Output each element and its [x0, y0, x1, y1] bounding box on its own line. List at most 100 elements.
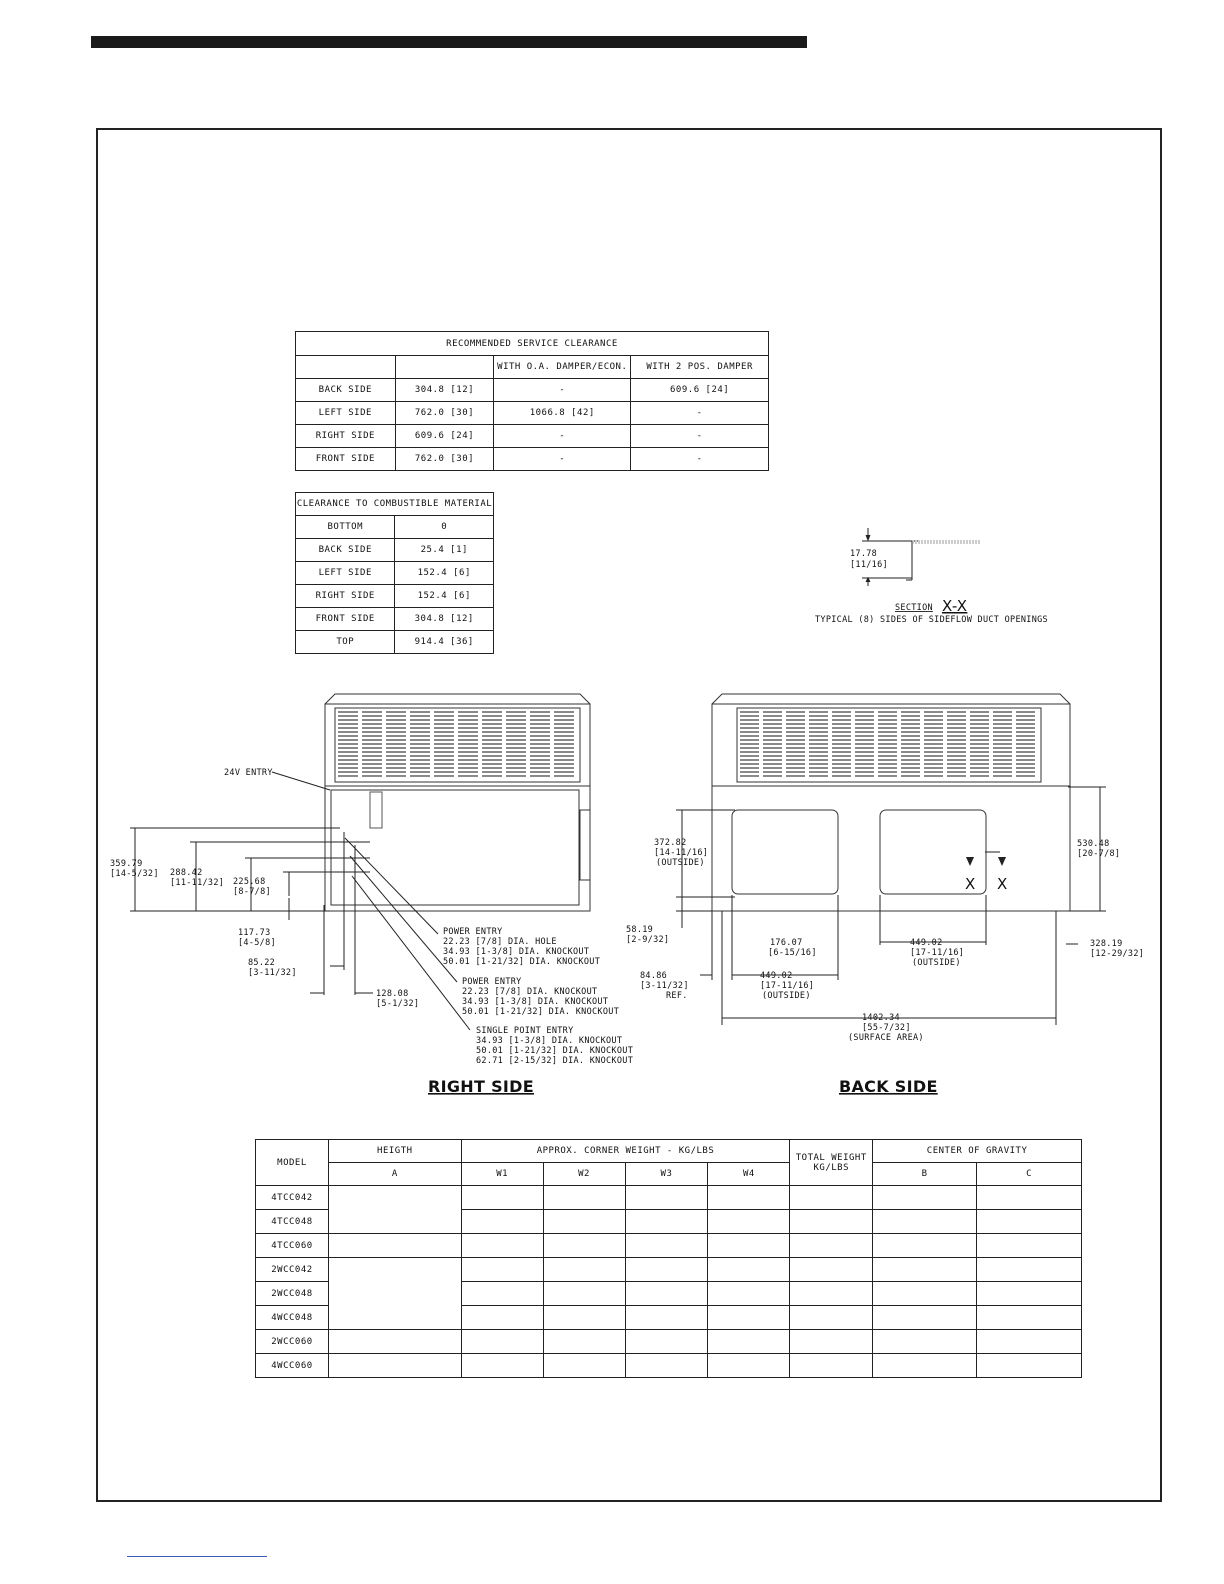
table-row: FRONT SIDE 762.0 [30] - -	[295, 447, 769, 471]
table-cell: BACK SIDE	[295, 378, 396, 402]
right-side-dimension-lines	[130, 771, 471, 1031]
single-point-entry-line: 50.01 [1-21/32] DIA. KNOCKOUT	[476, 1046, 633, 1056]
table-cell: TOP	[294, 630, 396, 654]
model-cell: 2WCC060	[255, 1329, 329, 1354]
dim-449a-note: (OUTSIDE)	[762, 991, 811, 1001]
right-side-title: RIGHT SIDE	[428, 1077, 534, 1096]
table-cell: -	[630, 447, 769, 471]
table-row: RIGHT SIDE 609.6 [24] - -	[295, 424, 769, 448]
single-point-entry-title: SINGLE POINT ENTRY	[476, 1026, 574, 1036]
dim-85: 85.22	[248, 958, 275, 968]
dim-359: 359.79	[110, 859, 143, 869]
table-cell: 762.0 [30]	[394, 447, 495, 471]
dim-449b-in: [17-11/16]	[910, 948, 964, 958]
combustible-clearance-title: CLEARANCE TO COMBUSTIBLE MATERIAL	[295, 492, 494, 516]
header-cell: WITH 2 POS. DAMPER	[630, 355, 769, 379]
section-dim-in: [11/16]	[850, 560, 888, 570]
power-entry-2-line: 50.01 [1-21/32] DIA. KNOCKOUT	[462, 1007, 619, 1017]
table-cell: 304.8 [12]	[394, 378, 495, 402]
table-cell: -	[493, 447, 632, 471]
table-row: 2WCC048	[255, 1281, 1082, 1306]
drawing-frame	[96, 128, 1162, 1502]
dim-1402: 1402.34	[862, 1013, 900, 1023]
table-cell: 1066.8 [42]	[493, 401, 632, 425]
dim-530: 530.48	[1077, 839, 1110, 849]
table-cell: RIGHT SIDE	[294, 584, 396, 608]
dim-128: 128.08	[376, 989, 409, 999]
section-xx-detail	[862, 528, 980, 586]
section-x-mark: X	[997, 875, 1008, 893]
right-side-unit-drawing	[324, 693, 591, 912]
dim-84-in: [3-11/32]	[640, 981, 689, 991]
table-cell: FRONT SIDE	[295, 447, 396, 471]
dim-372: 372.82	[654, 838, 687, 848]
header-b: B	[872, 1162, 978, 1186]
header-w3: W3	[624, 1162, 709, 1186]
footer-link-line	[127, 1556, 267, 1557]
model-cell: 4WCC060	[255, 1353, 329, 1378]
back-side-unit-drawing	[711, 693, 1071, 912]
dim-530-in: [20-7/8]	[1077, 849, 1120, 859]
section-dim: 17.78	[850, 549, 877, 559]
dim-1402-note: (SURFACE AREA)	[848, 1033, 924, 1043]
header-c: C	[976, 1162, 1082, 1186]
dim-58: 58.19	[626, 925, 653, 935]
table-cell: 152.4 [6]	[394, 584, 494, 608]
power-entry-2-line: 34.93 [1-3/8] DIA. KNOCKOUT	[462, 997, 608, 1007]
dim-128-in: [5-1/32]	[376, 999, 419, 1009]
table-cell: 304.8 [12]	[394, 607, 494, 631]
label-24v-entry: 24V ENTRY	[224, 768, 273, 778]
header-w4: W4	[707, 1162, 791, 1186]
dim-176: 176.07	[770, 938, 803, 948]
header-rule	[91, 36, 807, 48]
dim-117: 117.73	[238, 928, 271, 938]
header-w2: W2	[542, 1162, 626, 1186]
model-cell: 4TCC042	[255, 1185, 329, 1210]
dim-449a-in: [17-11/16]	[760, 981, 814, 991]
table-cell: 152.4 [6]	[394, 561, 494, 585]
dim-372-in: [14-11/16]	[654, 848, 708, 858]
table-row: 4TCC042	[255, 1185, 1082, 1234]
dim-225: 225.68	[233, 877, 266, 887]
section-label-prefix: SECTION	[895, 603, 933, 613]
back-side-title: BACK SIDE	[839, 1077, 938, 1096]
dim-359-in: [14-5/32]	[110, 869, 159, 879]
dim-117-in: [4-5/8]	[238, 938, 276, 948]
dim-84: 84.86	[640, 971, 667, 981]
section-label-mark: X-X	[942, 597, 967, 615]
power-entry-1-line: 22.23 [7/8] DIA. HOLE	[443, 937, 557, 947]
table-cell: 25.4 [1]	[394, 538, 494, 562]
table-row: 2WCC060	[255, 1329, 1082, 1354]
header-corner-weight: APPROX. CORNER WEIGHT - KG/LBS	[460, 1139, 791, 1163]
back-side-louvers	[740, 711, 1035, 777]
dim-328-in: [12-29/32]	[1090, 949, 1144, 959]
header-height: HEIGTH	[327, 1139, 462, 1163]
dim-372-note: (OUTSIDE)	[656, 858, 705, 868]
header-model: MODEL	[255, 1139, 329, 1186]
single-point-entry-line: 62.71 [2-15/32] DIA. KNOCKOUT	[476, 1056, 633, 1066]
dim-58-in: [2-9/32]	[626, 935, 669, 945]
dim-449a: 449.02	[760, 971, 793, 981]
dim-84-note: REF.	[666, 991, 688, 1001]
power-entry-2-line: 22.23 [7/8] DIA. KNOCKOUT	[462, 987, 597, 997]
header-a: A	[327, 1162, 462, 1186]
back-side-dimension-lines	[676, 786, 1106, 1025]
dim-1402-in: [55-7/32]	[862, 1023, 911, 1033]
section-x-mark: X	[965, 875, 976, 893]
dim-176-in: [6-15/16]	[768, 948, 817, 958]
table-cell: -	[493, 378, 632, 402]
header-center-of-gravity: CENTER OF GRAVITY	[872, 1139, 1082, 1163]
power-entry-2-title: POWER ENTRY	[462, 977, 522, 987]
model-cell: 4TCC048	[255, 1209, 329, 1234]
table-row: 4WCC048	[255, 1305, 1082, 1330]
section-caption: TYPICAL (8) SIDES OF SIDEFLOW DUCT OPENI…	[815, 615, 1048, 625]
power-entry-1-line: 50.01 [1-21/32] DIA. KNOCKOUT	[443, 957, 600, 967]
table-cell: 762.0 [30]	[394, 401, 495, 425]
power-entry-1-title: POWER ENTRY	[443, 927, 503, 937]
power-entry-1-line: 34.93 [1-3/8] DIA. KNOCKOUT	[443, 947, 589, 957]
